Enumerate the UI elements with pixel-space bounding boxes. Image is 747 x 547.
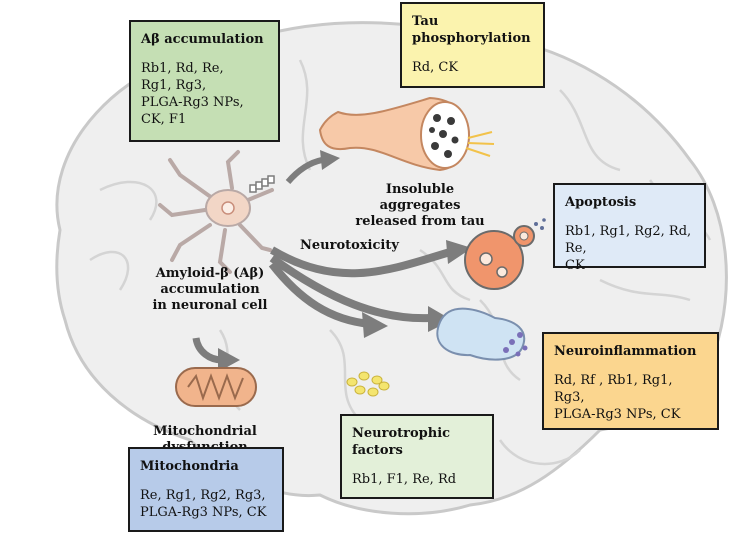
mitochondria-title: Mitochondria	[140, 459, 239, 474]
neuroinflammation-box: Neuroinflammation Rd, Rf , Rb1, Rg1, Rg3…	[542, 332, 719, 430]
abeta-accumulation-box: Aβ accumulation Rb1, Rd, Re, Rg1, Rg3, P…	[129, 20, 280, 142]
neurotrophic-factors-box: Neurotrophic factors Rb1, F1, Re, Rd	[340, 414, 494, 499]
insoluble-aggregates-label: Insoluble aggregates released from tau	[355, 182, 485, 229]
neurotrophic-factors-title: Neurotrophic factors	[352, 426, 451, 458]
mitochondria-list: Re, Rg1, Rg2, Rg3, PLGA-Rg3 NPs, CK	[140, 488, 267, 520]
neurotrophic-granules-icon	[346, 371, 390, 397]
arrow-to-tau-head	[320, 150, 340, 170]
tau-aggregate-icon	[318, 96, 495, 172]
neurotoxicity-arrows	[268, 240, 472, 338]
neuron-icon	[158, 150, 275, 274]
apoptosis-title: Apoptosis	[565, 195, 637, 210]
tau-phosphorylation-list: Rd, CK	[412, 60, 459, 75]
apoptosis-box: Apoptosis Rb1, Rg1, Rg2, Rd, Re, CK	[553, 183, 706, 273]
tau-phosphorylation-box: Tau phosphorylation Rd, CK	[400, 2, 545, 88]
arrow-to-mitochondria-head	[218, 348, 240, 372]
neuroinflammation-list: Rd, Rf , Rb1, Rg1, Rg3, PLGA-Rg3 NPs, CK	[554, 373, 681, 422]
tau-phosphorylation-title: Tau phosphorylation	[412, 14, 531, 46]
mitochondrion-icon	[175, 367, 257, 407]
neuroinflammation-title: Neuroinflammation	[554, 344, 697, 359]
abeta-accumulation-list: Rb1, Rd, Re, Rg1, Rg3, PLGA-Rg3 NPs, CK,…	[141, 61, 244, 127]
abeta-accumulation-title: Aβ accumulation	[141, 32, 264, 47]
neurotoxicity-label: Neurotoxicity	[300, 238, 399, 253]
apoptosis-list: Rb1, Rg1, Rg2, Rd, Re, CK	[565, 224, 692, 273]
mitochondria-box: Mitochondria Re, Rg1, Rg2, Rg3, PLGA-Rg3…	[128, 447, 284, 532]
abeta-neuronal-label: Amyloid-β (Aβ) accumulation in neuronal …	[152, 266, 268, 313]
inflammatory-cell-icon	[436, 307, 528, 361]
apoptotic-cell-icon	[464, 218, 546, 290]
neurotrophic-factors-list: Rb1, F1, Re, Rd	[352, 472, 457, 487]
arrow-to-tau	[285, 157, 323, 184]
